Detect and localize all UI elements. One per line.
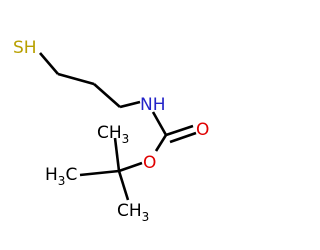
carbonyl-oxygen-label: O [196, 120, 209, 140]
bond-quaternary-c-methyl-left [79, 169, 120, 177]
methyl-left-label: H3C [45, 165, 77, 188]
molecule-diagram: SH NH O O CH3 H3C CH3 [13, 38, 209, 224]
methyl-bottom-label: CH3 [117, 201, 149, 224]
methyl-left-main: H [45, 165, 58, 185]
methyl-top-main: CH [97, 123, 122, 143]
methyl-bottom-main: CH [117, 201, 142, 221]
bond-n-carbonyl-c [151, 111, 168, 136]
bond-quaternary-c-methyl-bottom [117, 170, 130, 201]
amine-label: NH [140, 95, 166, 115]
methyl-top-label: CH3 [97, 123, 129, 146]
bond-carbonyl-double-b [169, 131, 197, 144]
structure-canvas: SH NH O O CH3 H3C CH3 [13, 38, 209, 224]
methyl-left-sub: 3 [58, 174, 66, 188]
ester-oxygen-label: O [143, 153, 156, 173]
bond-carbonyl-double-a [165, 124, 194, 137]
bond-s-c1 [39, 52, 59, 75]
methyl-bottom-sub: 3 [142, 210, 150, 224]
thiol-label: SH [13, 38, 37, 58]
bond-carbonyl-c-ester-o [154, 134, 168, 152]
methyl-left-tail: C [65, 165, 77, 185]
bond-c3-n [119, 100, 141, 109]
bond-quaternary-c-methyl-top [113, 137, 121, 172]
methyl-top-sub: 3 [122, 132, 130, 146]
bond-c2-c3 [93, 83, 121, 108]
bond-ester-o-quaternary-c [118, 161, 143, 173]
bond-c1-c2 [57, 72, 95, 86]
